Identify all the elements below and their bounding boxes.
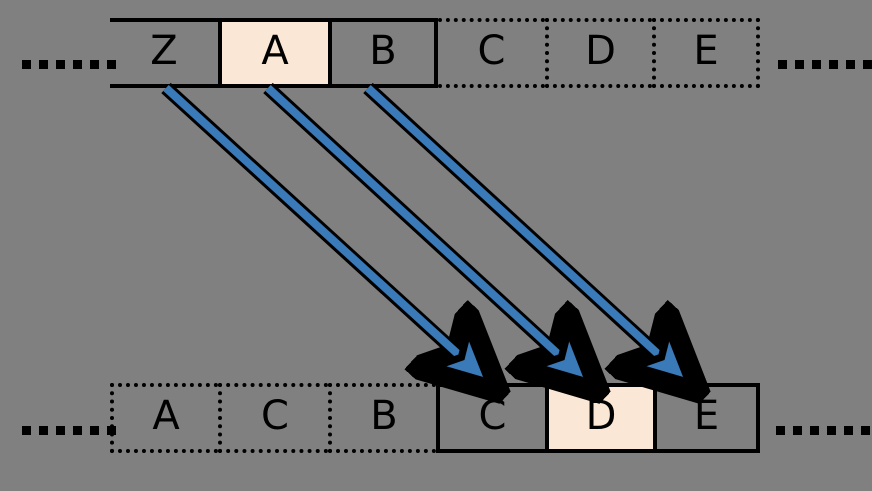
top-cell-2-label: B <box>369 28 397 74</box>
bottom-cell-4[interactable]: D <box>545 383 653 453</box>
arrow-b-to-e <box>365 85 682 376</box>
top-cell-3[interactable]: C <box>438 18 545 88</box>
ellipsis-dot <box>861 426 870 435</box>
ellipsis-dot <box>73 60 82 69</box>
top-cell-2[interactable]: B <box>328 18 438 88</box>
arrow-z-to-c-shadow <box>165 87 489 383</box>
bottom-cell-0[interactable]: A <box>110 383 218 453</box>
top-cell-0[interactable]: Z <box>110 18 218 88</box>
top-cell-4-label: D <box>585 28 616 74</box>
ellipsis-dot <box>39 426 48 435</box>
source-tape: Z A B C D E <box>110 18 760 88</box>
ellipsis-dot <box>776 426 785 435</box>
bottom-cell-3[interactable]: C <box>436 383 545 453</box>
arrow-outlines <box>161 82 689 384</box>
ellipsis-dot <box>863 60 872 69</box>
bottom-cell-4-label: D <box>585 393 617 439</box>
bottom-tape-trailing-ellipsis <box>776 426 870 435</box>
top-cell-0-label: Z <box>150 28 178 74</box>
ellipsis-dot <box>90 426 99 435</box>
ellipsis-dot <box>844 426 853 435</box>
bottom-cell-3-label: C <box>478 393 507 439</box>
ellipsis-dot <box>812 60 821 69</box>
ellipsis-dot <box>778 60 787 69</box>
top-cell-4[interactable]: D <box>545 18 652 88</box>
ellipsis-dot <box>829 60 838 69</box>
ellipsis-dot <box>846 60 855 69</box>
arrow-z-to-c-outline <box>161 82 489 384</box>
ellipsis-dot <box>810 426 819 435</box>
bottom-cell-5-label: E <box>693 393 720 439</box>
ellipsis-dot <box>795 60 804 69</box>
bottom-cell-2[interactable]: B <box>328 383 436 453</box>
top-cell-3-label: C <box>477 28 506 74</box>
bottom-cell-0-label: A <box>152 393 180 439</box>
top-cell-5[interactable]: E <box>652 18 760 88</box>
arrow-bodies <box>163 85 682 376</box>
ellipsis-dot <box>56 426 65 435</box>
ellipsis-dot <box>73 426 82 435</box>
arrow-a-to-d-shadow <box>267 87 589 383</box>
ellipsis-dot <box>56 60 65 69</box>
top-cell-1[interactable]: A <box>218 18 328 88</box>
arrow-a-to-d <box>265 85 582 376</box>
bottom-cell-5[interactable]: E <box>653 383 760 453</box>
ellipsis-dot <box>22 426 31 435</box>
ellipsis-dot <box>90 60 99 69</box>
bottom-cell-2-label: B <box>370 393 398 439</box>
bottom-tape-leading-ellipsis <box>22 426 116 435</box>
top-cell-1-label: A <box>261 28 289 74</box>
top-cell-5-label: E <box>693 28 719 74</box>
arrow-a-to-d-outline <box>263 82 589 384</box>
arrow-b-to-e-outline <box>363 82 689 384</box>
arrow-b-to-e-shadow <box>367 87 689 383</box>
ellipsis-dot <box>39 60 48 69</box>
ellipsis-dot <box>827 426 836 435</box>
bottom-cell-1[interactable]: C <box>218 383 328 453</box>
arrow-z-to-c <box>163 85 482 376</box>
top-tape-trailing-ellipsis <box>778 60 872 69</box>
result-tape: A C B C D E <box>110 383 760 453</box>
arrow-shadows <box>165 87 689 383</box>
top-tape-leading-ellipsis <box>22 60 116 69</box>
bottom-cell-1-label: C <box>261 393 289 439</box>
ellipsis-dot <box>793 426 802 435</box>
ellipsis-dot <box>107 60 116 69</box>
ellipsis-dot <box>22 60 31 69</box>
